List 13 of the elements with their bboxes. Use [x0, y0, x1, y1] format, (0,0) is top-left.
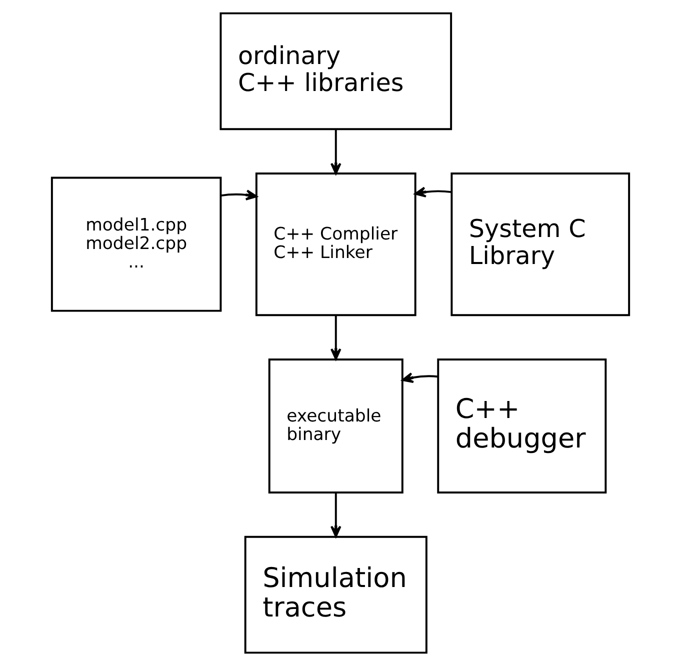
node-box: executable binary	[268, 358, 404, 494]
arrow	[330, 129, 342, 174]
node-box: System C Library	[450, 172, 630, 316]
node-box: model1.cpp model2.cpp ...	[50, 176, 222, 312]
arrow	[402, 372, 438, 384]
arrow	[330, 315, 342, 360]
node-box: C++ debugger	[437, 358, 607, 494]
node-box: Simulation traces	[244, 536, 428, 654]
node-box: ordinary C++ libraries	[220, 12, 452, 130]
arrow	[414, 186, 452, 198]
arrow	[330, 492, 342, 538]
arrow	[220, 190, 258, 200]
node-box: C++ Complier C++ Linker	[255, 172, 416, 316]
